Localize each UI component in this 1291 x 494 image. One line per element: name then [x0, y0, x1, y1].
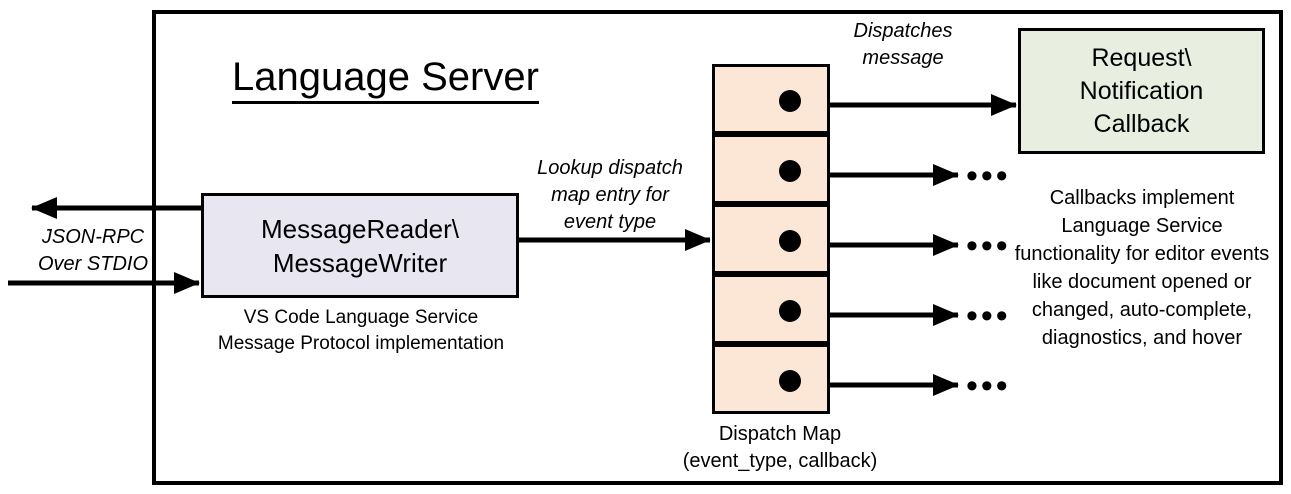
page-title-text: Language Server: [232, 55, 539, 104]
request-notification-callback-box[interactable]: Request\ Notification Callback: [1018, 28, 1265, 154]
callback-dot-icon: [779, 230, 801, 252]
ellipsis-row-2: •••: [966, 157, 1011, 195]
message-caption-line2: Message Protocol implementation: [217, 333, 505, 354]
callback-line2: Notification: [1079, 76, 1204, 105]
callback-line1: Request\: [1091, 43, 1192, 72]
dispatch-map-caption: Dispatch Map (event_type, callback): [640, 421, 920, 475]
callback-dot-icon: [779, 370, 801, 392]
dispatch-map-row-3[interactable]: [712, 204, 830, 274]
dispatch-map-row-1[interactable]: [712, 64, 830, 134]
label-dispatches-message: Dispatches message: [833, 18, 973, 72]
message-writer-line: MessageWriter: [272, 247, 448, 278]
label-dispatches-line2: message: [862, 47, 944, 69]
callback-box-label: Request\ Notification Callback: [1080, 42, 1204, 141]
dispatch-map-row-5[interactable]: [712, 344, 830, 414]
dispatch-map-row-4[interactable]: [712, 274, 830, 344]
message-module-caption: VS Code Language Service Message Protoco…: [191, 305, 531, 357]
page-title: Language Server: [232, 52, 592, 104]
language-server-container: [152, 10, 1283, 485]
callback-module-caption: Callbacks implement Language Service fun…: [1014, 187, 1270, 349]
message-reader-line: MessageReader\: [261, 213, 459, 244]
label-dispatches-line1: Dispatches: [853, 20, 953, 42]
dispatch-caption-line2: (event_type, callback): [682, 450, 878, 472]
dispatch-map-table: [712, 64, 830, 415]
ellipsis-row-4: •••: [966, 297, 1011, 335]
label-lookup-dispatch: Lookup dispatch map entry for event type: [515, 155, 705, 236]
label-lookup-line1: Lookup dispatch: [537, 157, 683, 179]
message-reader-writer-box[interactable]: MessageReader\ MessageWriter: [201, 193, 519, 298]
ellipsis-row-3: •••: [966, 227, 1011, 265]
callback-dot-icon: [779, 300, 801, 322]
message-reader-writer-label: MessageReader\ MessageWriter: [261, 212, 459, 280]
label-jsonrpc-line2: Over STDIO: [37, 253, 148, 275]
callback-line3: Callback: [1093, 109, 1190, 138]
ellipsis-row-5: •••: [966, 367, 1011, 405]
callback-dot-icon: [779, 160, 801, 182]
label-jsonrpc-line1: JSON-RPC: [41, 226, 145, 248]
dispatch-caption-line1: Dispatch Map: [718, 423, 842, 445]
label-jsonrpc: JSON-RPC Over STDIO: [18, 224, 168, 278]
label-lookup-line3: event type: [563, 211, 657, 233]
callback-dot-icon: [779, 90, 801, 112]
label-lookup-line2: map entry for: [551, 184, 669, 206]
dispatch-map-row-2[interactable]: [712, 134, 830, 204]
message-caption-line1: VS Code Language Service: [243, 307, 479, 328]
